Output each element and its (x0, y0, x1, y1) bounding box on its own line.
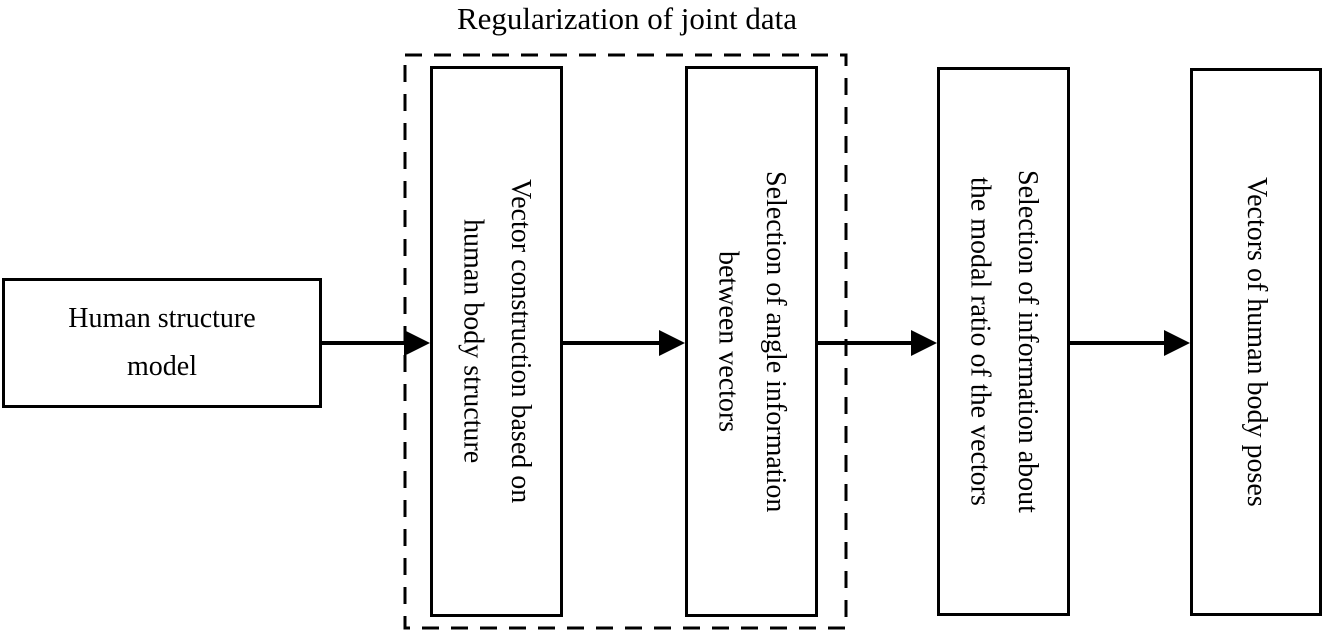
flow-arrow-2 (563, 330, 685, 356)
node-modal-ratio-selection: Selection of information about the modal… (937, 67, 1070, 616)
flow-arrow-1 (322, 330, 430, 356)
node-label-line: model (127, 351, 197, 382)
arrow-head-icon (404, 330, 430, 356)
node-human-structure-model: Human structure model (2, 278, 322, 408)
node-label-line: Selection of angle information (760, 170, 792, 513)
node-label-line: human body structure (457, 219, 489, 464)
node-label: Selection of angle information between v… (704, 69, 799, 614)
node-label-line: the modal ratio of the vectors (964, 177, 996, 506)
arrow-head-icon (911, 330, 937, 356)
node-label-line: Vectors of human body poses (1240, 177, 1272, 507)
node-label: Vectors of human body poses (1232, 71, 1280, 613)
node-vector-construction: Vector construction based on human body … (430, 66, 563, 617)
node-label-line: between vectors (712, 250, 744, 433)
arrow-head-icon (1164, 330, 1190, 356)
node-label: Vector construction based on human body … (449, 69, 544, 614)
flow-arrow-3 (818, 330, 937, 356)
node-label-line: Vector construction based on (505, 179, 537, 504)
node-label-line: Selection of information about (1012, 170, 1044, 513)
node-angle-selection: Selection of angle information between v… (685, 66, 818, 617)
node-pose-vectors: Vectors of human body poses (1190, 68, 1322, 616)
flow-arrow-4 (1070, 330, 1190, 356)
node-label: Selection of information about the modal… (956, 70, 1051, 613)
arrow-head-icon (659, 330, 685, 356)
diagram-title: Regularization of joint data (456, 1, 798, 36)
node-label-line: Human structure (68, 303, 256, 335)
